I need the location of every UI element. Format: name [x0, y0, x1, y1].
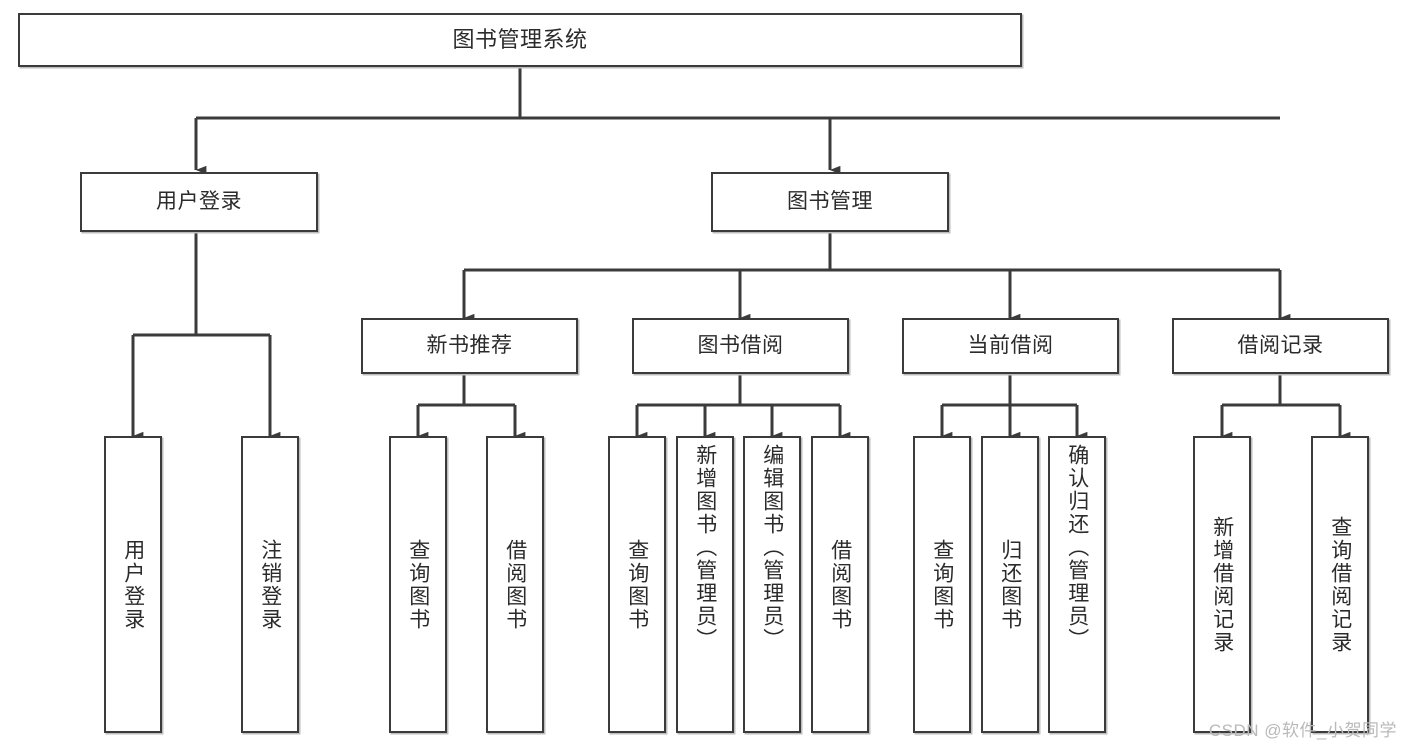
node-root-book-management-system[interactable]: 图书管理系统 [18, 13, 1022, 67]
node-label: 确认归还（管理员） [1065, 444, 1089, 651]
leaf-current-borrow-return[interactable]: 归还图书 [981, 436, 1039, 733]
node-label: 新书推荐 [426, 333, 513, 357]
leaf-book-borrow-query[interactable]: 查询图书 [608, 436, 666, 733]
leaf-borrow-record-query[interactable]: 查询借阅记录 [1311, 436, 1369, 733]
leaf-borrow-record-add[interactable]: 新增借阅记录 [1193, 436, 1251, 733]
node-current-borrow[interactable]: 当前借阅 [902, 318, 1119, 374]
node-label: 查询图书 [930, 538, 954, 631]
node-user-login[interactable]: 用户登录 [80, 172, 318, 232]
node-label: 图书借阅 [697, 333, 784, 357]
node-label: 新增借阅记录 [1210, 515, 1234, 654]
leaf-current-borrow-confirm-return-admin[interactable]: 确认归还（管理员） [1048, 436, 1106, 733]
node-label: 查询图书 [625, 538, 649, 631]
node-label: 图书管理系统 [452, 27, 588, 53]
leaf-new-book-query[interactable]: 查询图书 [389, 436, 447, 733]
node-label: 新增图书（管理员） [693, 444, 717, 651]
node-new-book-recommend[interactable]: 新书推荐 [361, 318, 578, 374]
node-label: 查询图书 [406, 538, 430, 631]
node-label: 图书管理 [787, 189, 873, 213]
node-label: 借阅图书 [828, 538, 852, 631]
leaf-new-book-borrow[interactable]: 借阅图书 [486, 436, 544, 733]
node-label: 注销登录 [258, 538, 282, 631]
node-label: 编辑图书（管理员） [760, 444, 784, 651]
node-label: 当前借阅 [967, 333, 1054, 357]
node-label: 用户登录 [121, 538, 145, 631]
node-label: 归还图书 [998, 538, 1022, 631]
node-label: 借阅图书 [503, 538, 527, 631]
node-label: 查询借阅记录 [1328, 515, 1352, 654]
node-book-borrow[interactable]: 图书借阅 [632, 318, 849, 374]
leaf-book-borrow-borrow[interactable]: 借阅图书 [811, 436, 869, 733]
node-borrow-record[interactable]: 借阅记录 [1172, 318, 1389, 374]
csdn-watermark: CSDN @软件_小贺同学 [1208, 721, 1397, 740]
leaf-book-borrow-edit-admin[interactable]: 编辑图书（管理员） [743, 436, 801, 733]
leaf-current-borrow-query[interactable]: 查询图书 [913, 436, 971, 733]
leaf-book-borrow-add-admin[interactable]: 新增图书（管理员） [676, 436, 734, 733]
node-label: 用户登录 [156, 189, 242, 213]
node-book-management[interactable]: 图书管理 [711, 172, 949, 232]
leaf-user-login-login[interactable]: 用户登录 [104, 436, 162, 733]
leaf-user-login-logout[interactable]: 注销登录 [241, 436, 299, 733]
node-label: 借阅记录 [1237, 333, 1324, 357]
